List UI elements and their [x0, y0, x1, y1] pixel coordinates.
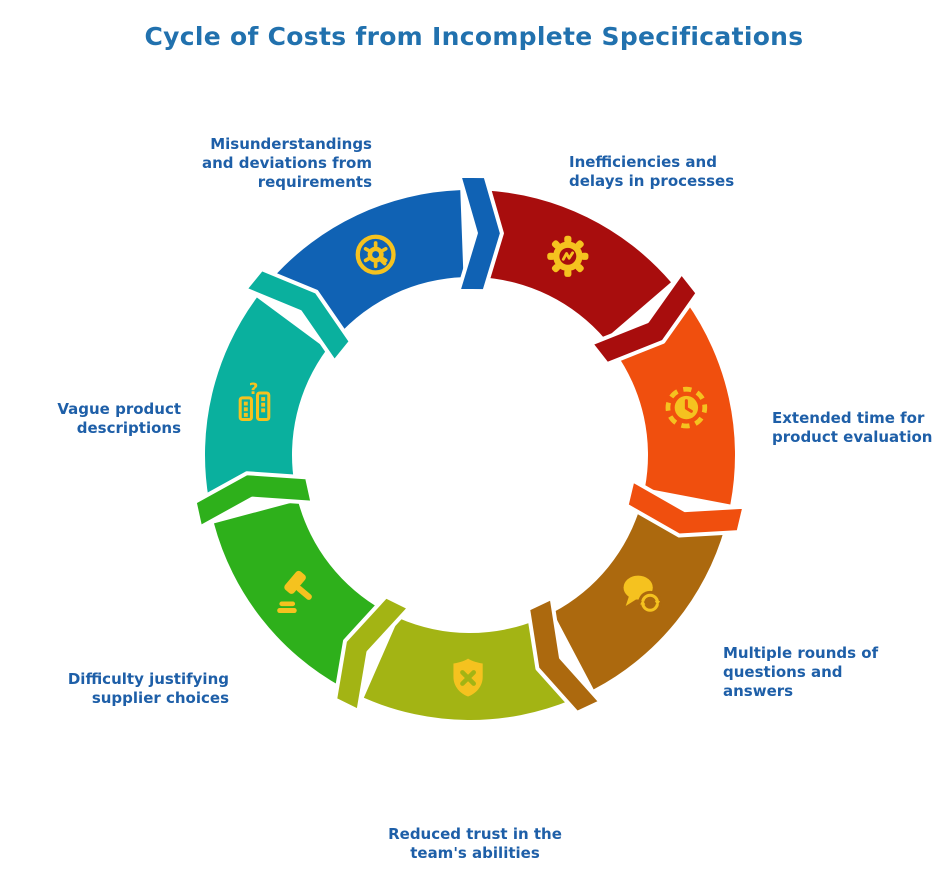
chevron-vague-descriptions	[243, 267, 353, 364]
label-reduced-trust: Reduced trust in the team's abilities	[388, 825, 562, 862]
label-extended-evaluation-time: Extended time for product evaluation	[772, 409, 933, 446]
segment-difficulty-justifying-suppliers	[213, 500, 385, 688]
label-inefficiencies-delays: Inefficiencies and delays in processes	[569, 153, 735, 190]
segment-extended-evaluation-time	[614, 301, 735, 505]
chevron-multiple-qa-rounds	[526, 595, 603, 715]
gear-pulse-icon	[547, 235, 589, 277]
chevron-misunderstandings-deviations	[456, 173, 504, 294]
chevron-inefficiencies-delays	[589, 270, 700, 367]
chevron-extended-evaluation-time	[624, 478, 747, 538]
label-difficulty-justifying-suppliers: Difficulty justifying supplier choices	[67, 670, 229, 707]
label-misunderstandings-deviations: Misunderstandings and deviations from re…	[201, 135, 372, 191]
chevron-difficulty-justifying-suppliers	[192, 471, 315, 530]
segment-vague-descriptions	[205, 297, 327, 500]
page-title: Cycle of Costs from Incomplete Specifica…	[144, 22, 804, 51]
label-vague-descriptions: Vague product descriptions	[57, 400, 181, 437]
label-multiple-qa-rounds: Multiple rounds of questions and answers	[723, 644, 879, 700]
chevron-reduced-trust	[333, 594, 412, 714]
